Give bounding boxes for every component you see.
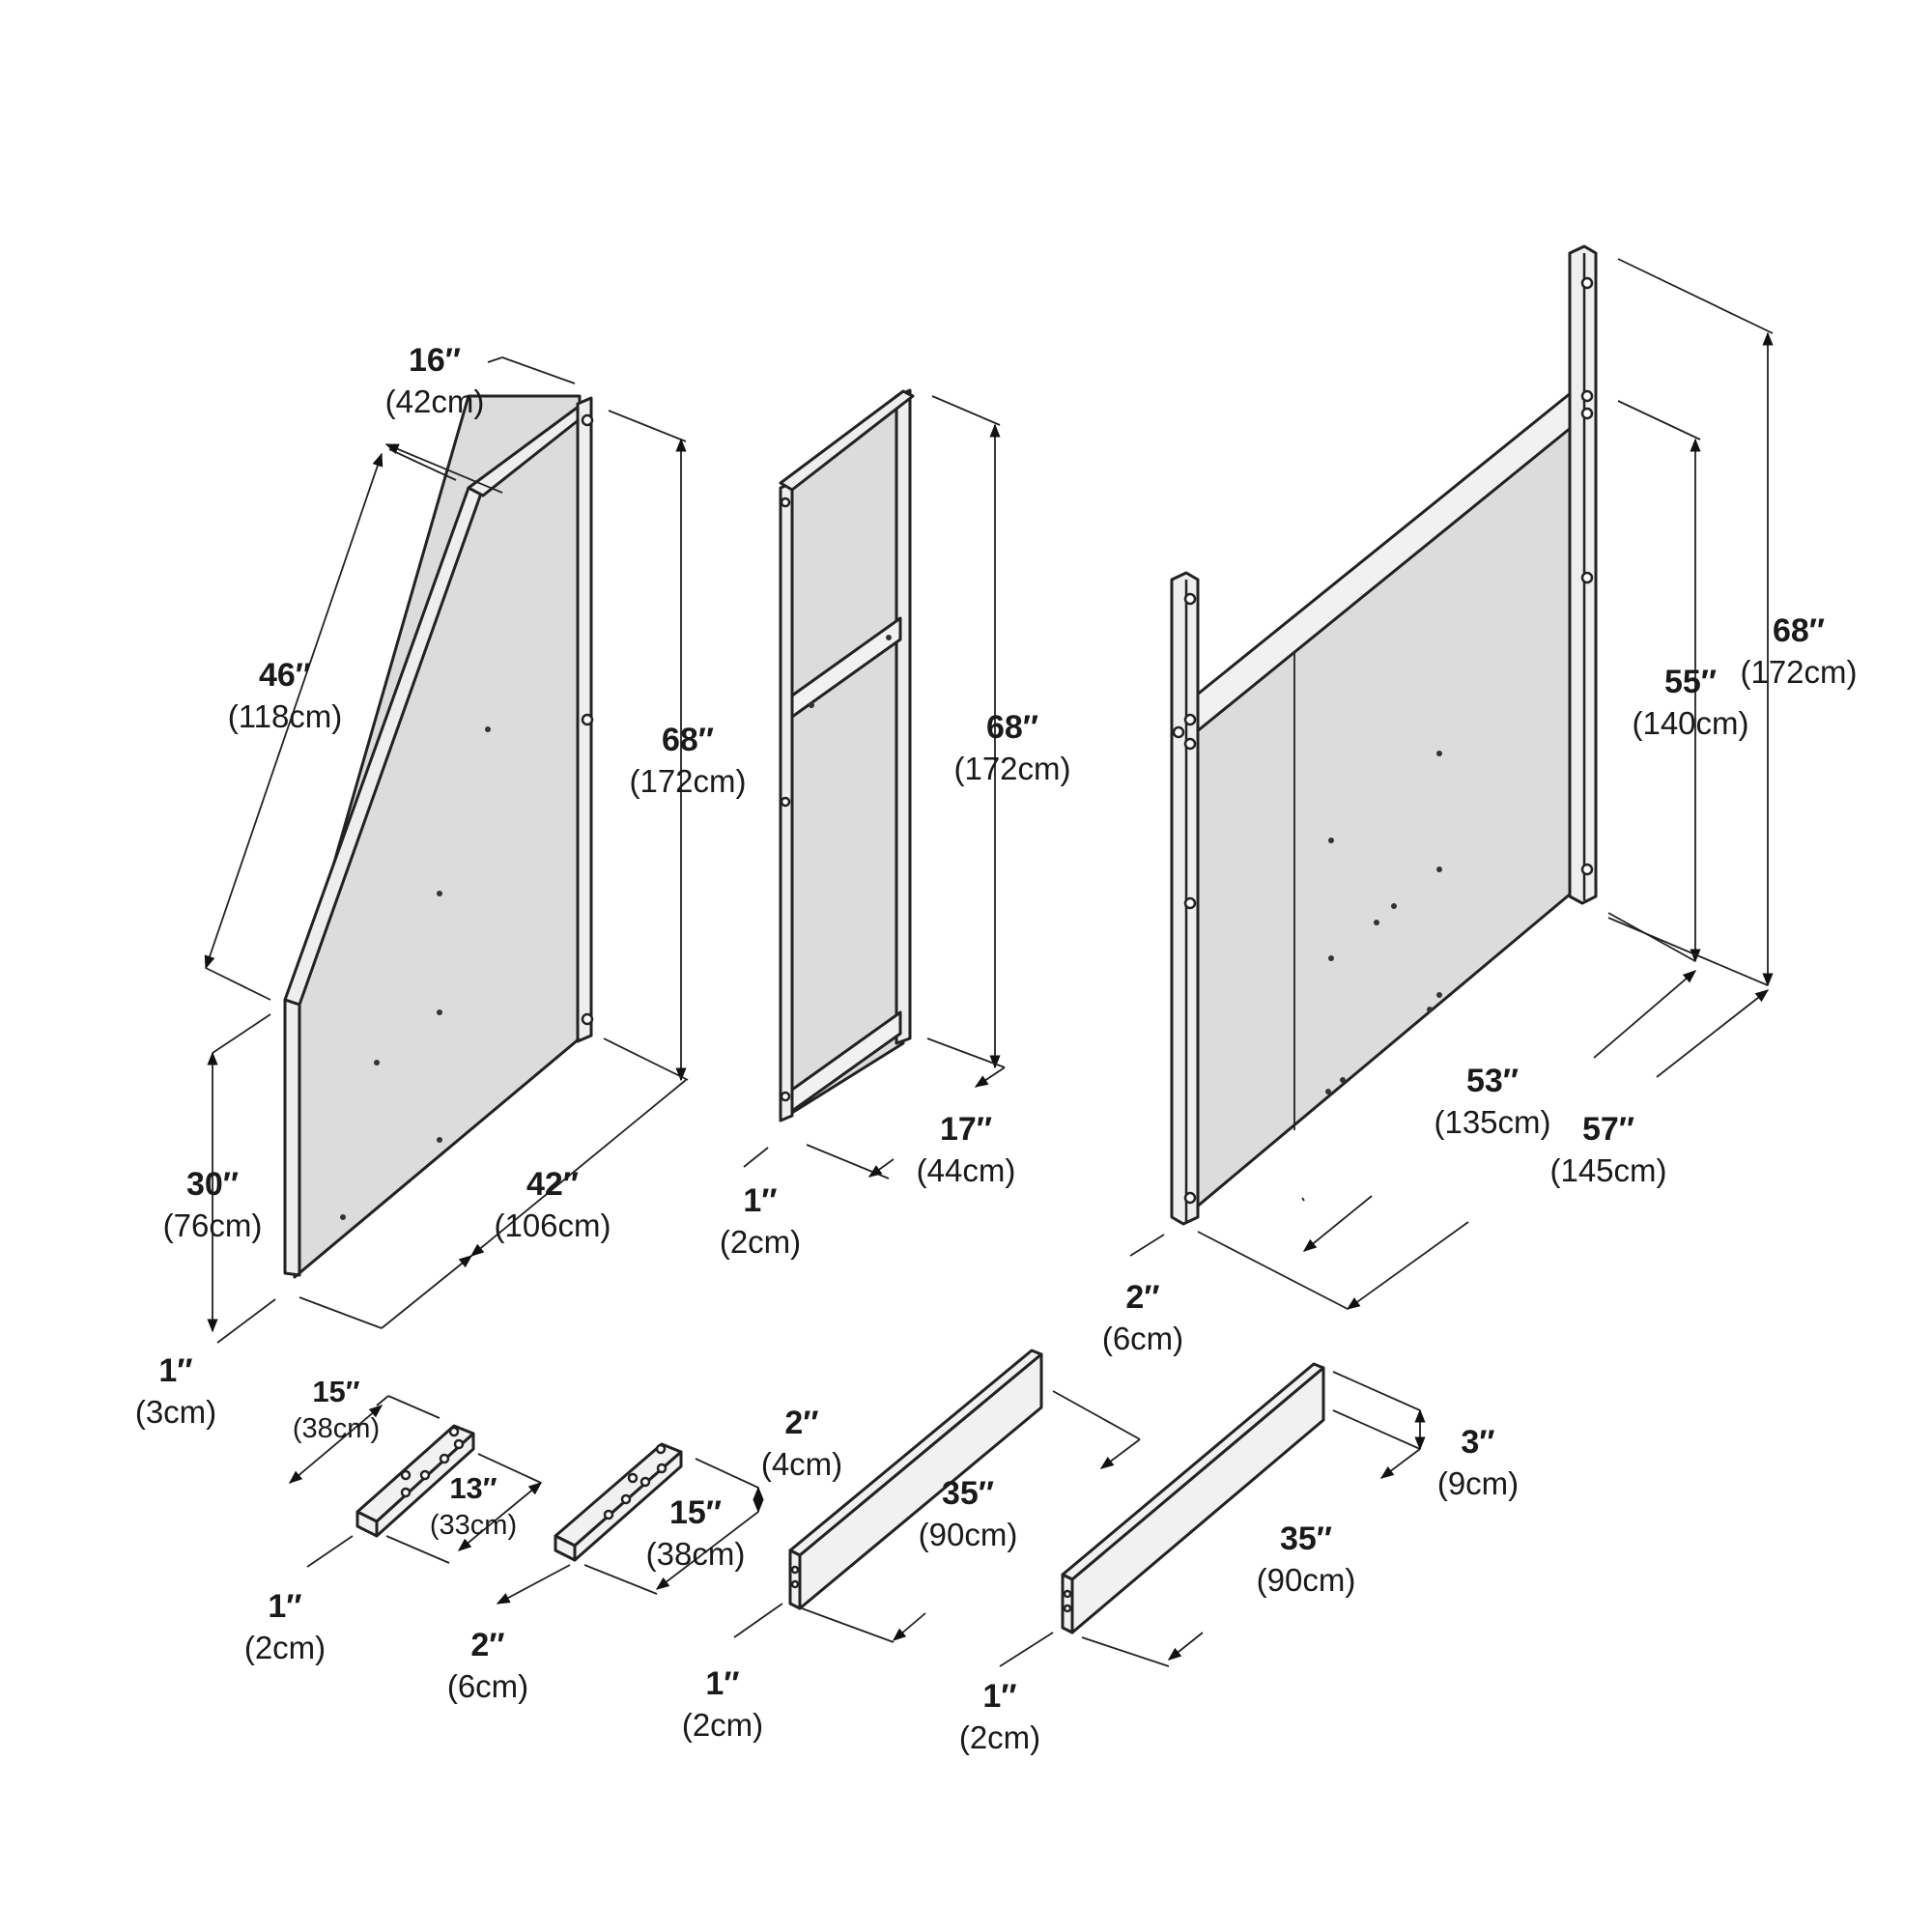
rail-b-length-label: 35″(90cm) [1256,1520,1356,1598]
bracket-a-thickness-label: 1″(2cm) [243,1588,327,1665]
ladder-thickness-label: 1″(3cm) [134,1352,217,1430]
headboard-panel-height-label: 55″(140cm) [1632,664,1749,741]
dimension-lines [204,258,1774,1667]
bracket-a [355,1424,475,1538]
rail-b-height-label: 3″(9cm) [1436,1424,1520,1501]
bracket-b-width-label: 2″(6cm) [446,1627,529,1704]
rail-a-length-label: 35″(90cm) [918,1475,1018,1552]
rail-a-thickness-label: 1″(2cm) [681,1665,764,1743]
rail-a [788,1349,1043,1610]
headboard-post-thickness-label: 2″(6cm) [1101,1279,1184,1356]
bracket-a-length-label: 15″(38cm) [292,1375,381,1444]
headboard-post-height-label: 68″(172cm) [1740,612,1858,690]
bracket-b-length-label: 15″(38cm) [645,1494,746,1572]
rail-b-thickness-label: 1″(2cm) [958,1678,1041,1755]
bracket-a-inner-label: 13″(33cm) [429,1471,518,1541]
rail-b [1061,1362,1325,1634]
headboard-panel [1170,244,1598,1226]
ladder-height-label: 68″(172cm) [629,722,747,799]
end-panel-height-label: 68″(172cm) [953,709,1071,786]
ladder-diagonal-label: 46″(118cm) [227,657,343,734]
headboard-outer-width-label: 57″(145cm) [1549,1111,1667,1188]
end-panel [779,388,915,1122]
ladder-side-panel [283,394,594,1279]
bracket-b-height-label: 2″(4cm) [760,1405,843,1482]
headboard-inner-width-label: 53″(135cm) [1434,1063,1551,1140]
ladder-depth-label: 42″(106cm) [494,1166,611,1243]
ladder-top-label: 16″(42cm) [384,342,485,419]
end-panel-width-label: 17″(44cm) [916,1111,1016,1188]
end-panel-thickness-label: 1″(2cm) [719,1182,802,1260]
bracket-b [554,1442,683,1562]
ladder-lower-label: 30″(76cm) [162,1166,263,1243]
